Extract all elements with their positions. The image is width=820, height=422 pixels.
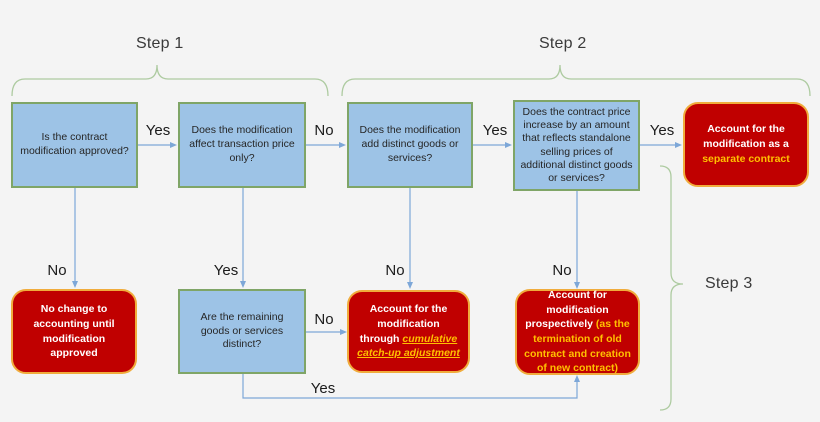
edge-label-adds-distinct-no: No [385,262,405,279]
node-affects-transaction-price-only: Does the modification affect transaction… [178,102,306,188]
node-text: Account for the modification through cum… [357,302,460,361]
edge-label-adds-distinct-yes: Yes [482,122,508,139]
node-text-highlight: (as the termination of old contract and … [524,318,631,375]
node-text-highlight: cumulative catch-up adjustment [357,332,460,360]
edge-label-price-increase-yes: Yes [649,122,675,139]
node-text-plain: Account for the modification through [359,303,448,345]
step2-brace [341,64,811,97]
node-text: Are the remaining goods or services dist… [200,310,284,351]
step1-brace [11,64,329,97]
step2-label: Step 2 [539,35,587,52]
node-price-increase-standalone-selling: Does the contract price increase by an a… [513,100,640,191]
node-no-change-outcome: No change to accounting until modificati… [11,289,137,374]
node-text: Is the contract modification approved? [20,131,129,157]
node-contract-modification-approved: Is the contract modification approved? [11,102,138,188]
node-remaining-goods-distinct: Are the remaining goods or services dist… [178,289,306,374]
step1-label: Step 1 [136,35,184,52]
step3-label: Step 3 [705,275,753,292]
node-prospective-outcome: Account for modification prospectively (… [515,289,640,375]
edge-label-approved-yes: Yes [145,122,171,139]
arrow-remaining-distinct-to-prospective [242,374,580,399]
node-text: Does the contract price increase by an a… [520,106,633,184]
edge-label-price-only-no: No [314,122,334,139]
node-text: Does the modification add distinct goods… [359,124,461,164]
node-adds-distinct-goods-services: Does the modification add distinct goods… [347,102,473,188]
node-text: Account for the modification as a separa… [693,122,799,166]
node-catch-up-adjustment-outcome: Account for the modification through cum… [347,290,470,373]
node-text: Account for modification prospectively (… [521,288,634,376]
node-text-plain: Account for the modification as a [703,123,789,151]
step3-brace [659,165,684,411]
edge-label-remaining-no: No [314,311,334,328]
edge-label-remaining-yes: Yes [310,380,336,397]
edge-label-approved-no: No [47,262,67,279]
node-text-plain: Account for modification prospectively [525,288,609,331]
node-text-highlight: separate contract [702,152,790,165]
edge-label-price-increase-no: No [552,262,572,279]
node-separate-contract-outcome: Account for the modification as a separa… [683,102,809,187]
edge-label-price-only-yes: Yes [213,262,239,279]
node-text: Does the modification affect transaction… [189,124,295,164]
node-text: No change to accounting until modificati… [33,303,115,360]
